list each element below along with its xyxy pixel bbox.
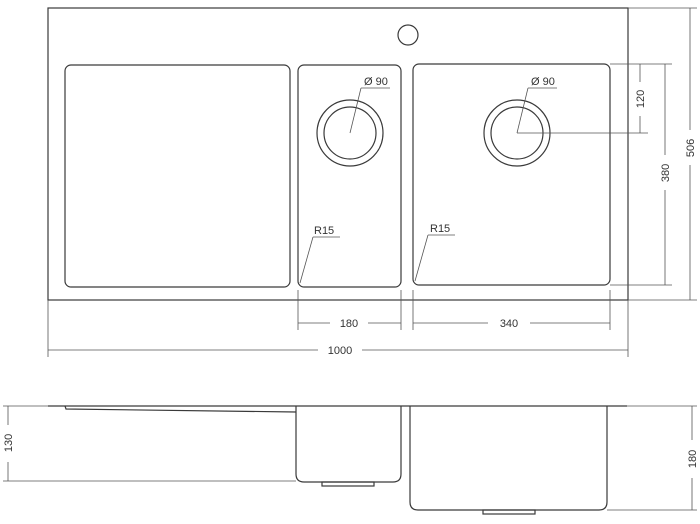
small-drain-label: Ø 90 [364, 76, 388, 88]
small-bowl-profile [295, 406, 402, 483]
large-bowl-profile [409, 406, 608, 511]
small-drain-profile [321, 481, 375, 487]
large-drain [483, 87, 557, 167]
dimension-lines [47, 7, 697, 357]
drainboard-slope [64, 405, 297, 413]
small-bowl [297, 64, 402, 288]
dim-bowl-depth: 380 [660, 164, 672, 182]
dim-drain-offset: 120 [635, 90, 647, 108]
drainboard [64, 64, 291, 288]
dim-large-bowl-height: 180 [687, 450, 699, 468]
small-radius-label: R15 [314, 225, 334, 237]
large-radius-label: R15 [430, 223, 450, 235]
dim-small-bowl-height: 130 [3, 434, 15, 452]
dim-total-width: 1000 [328, 345, 352, 357]
large-bowl [412, 63, 611, 286]
large-drain-label: Ø 90 [531, 76, 555, 88]
large-drain-profile [482, 509, 536, 515]
top-view: Ø 90 Ø 90 R15 R15 180 340 1000 120 380 [47, 7, 697, 357]
side-view: 130 180 [3, 405, 699, 515]
side-dimension-lines [3, 405, 697, 511]
dim-small-bowl-width: 180 [340, 318, 358, 330]
tap-hole [397, 24, 419, 46]
small-drain [316, 87, 390, 167]
sink-outline [47, 7, 629, 301]
dim-total-depth: 506 [685, 139, 697, 157]
dim-large-bowl-width: 340 [500, 318, 518, 330]
